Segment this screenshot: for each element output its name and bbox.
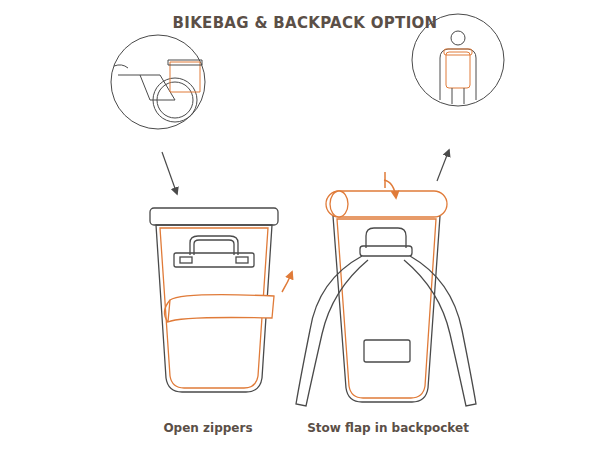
bike-icon [111, 35, 205, 129]
diagram-title: BIKEBAG & BACKPACK OPTION [173, 14, 438, 32]
backpack [296, 191, 476, 406]
step-caption: Stow flap in backpocket [307, 421, 469, 435]
step-caption: Open zippers [163, 421, 252, 435]
bikebag [150, 208, 278, 392]
